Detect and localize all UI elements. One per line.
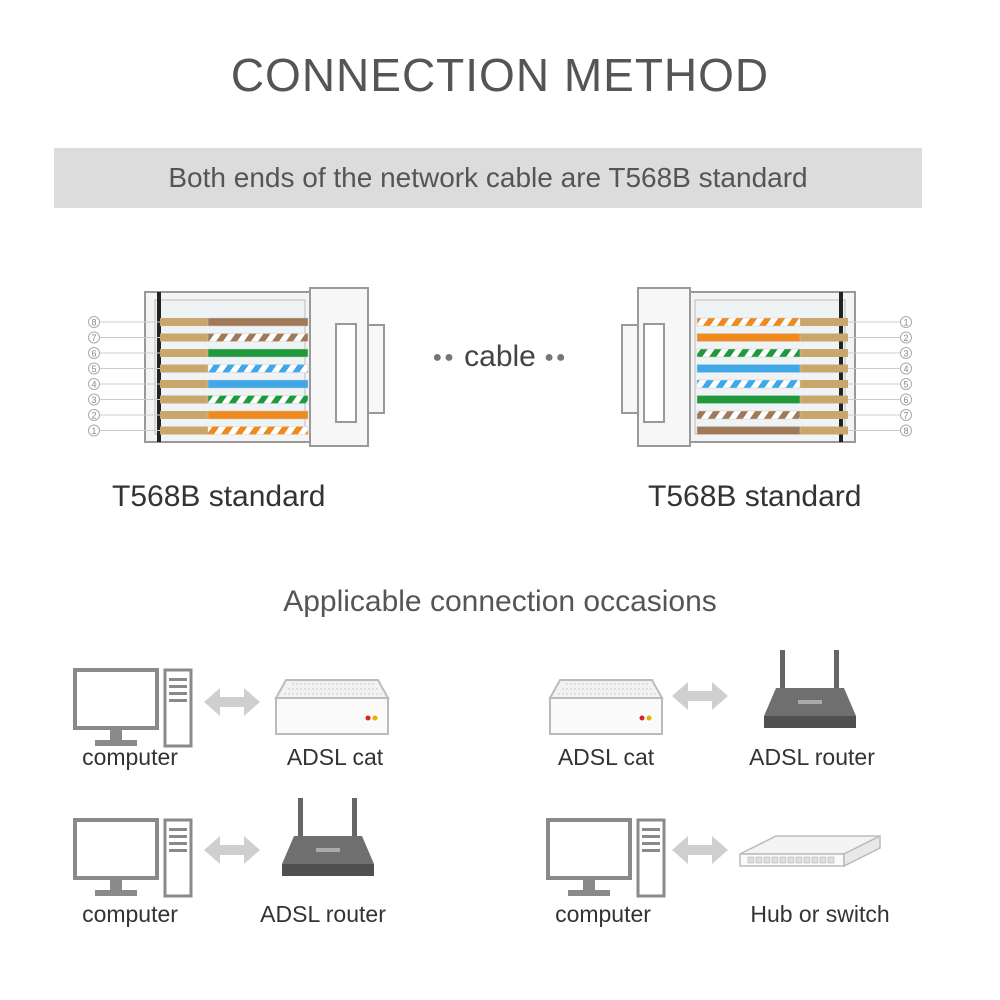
pin-number-circle [900, 378, 912, 390]
pin-contact [160, 411, 208, 419]
occasion-3-right-label: ADSL router [260, 901, 386, 927]
wire-O [696, 333, 801, 342]
pin-contact [160, 380, 208, 388]
pin-number: 1 [903, 318, 908, 328]
wire-wG [207, 395, 309, 404]
pin-number-circle [88, 393, 100, 406]
pin-number: 4 [91, 380, 96, 390]
pin-number-circle [88, 424, 100, 437]
pin-number: 6 [91, 349, 96, 359]
bidirectional-arrow-icon [672, 682, 728, 710]
pin-number: 2 [903, 333, 908, 343]
pin-number: 8 [903, 426, 908, 436]
adsl-modem-icon [549, 679, 663, 735]
pin-contact [800, 380, 848, 388]
pin-contact [160, 364, 208, 373]
pin-contact [160, 333, 208, 342]
pin-number-circle [88, 316, 100, 328]
occasion-4-right-label: Hub or switch [750, 901, 890, 927]
pin-number: 3 [91, 395, 96, 405]
cable-label: ●● cable ●● [410, 340, 590, 374]
pin-number-circle [900, 393, 912, 406]
pin-number-circle [88, 409, 100, 421]
occasions-title: Applicable connection occasions [283, 585, 717, 618]
wire-wG [696, 348, 801, 358]
computer-icon [73, 668, 193, 748]
standard-banner: Both ends of the network cable are T568B… [54, 148, 922, 208]
pin-contact [800, 426, 848, 435]
pin-number-circle [88, 362, 100, 375]
wire-G [207, 348, 309, 358]
pin-number-circle [900, 347, 912, 359]
pin-number-circle [88, 378, 100, 390]
wire-Br [696, 426, 801, 435]
bidirectional-arrow-icon [204, 836, 260, 864]
occasion-2-left-label: ADSL cat [557, 744, 655, 770]
pin-contact [800, 411, 848, 419]
pin-number: 3 [903, 349, 908, 359]
router-icon [764, 650, 856, 728]
computer-icon [73, 818, 193, 898]
page-title: CONNECTION METHOD [230, 49, 770, 101]
adsl-modem-icon [275, 679, 389, 735]
pin-number-circle [900, 362, 912, 375]
left-rj45-plug: 8 7 6 5 4 3 2 1 [88, 287, 385, 447]
occasion-1-left-label: computer [82, 744, 178, 770]
pin-number: 2 [91, 411, 96, 421]
pin-number: 7 [903, 411, 908, 421]
pin-number-circle [900, 424, 912, 437]
pin-number-circle [88, 331, 100, 344]
wire-G [696, 395, 801, 404]
dots-right-icon: ●● [544, 349, 568, 367]
router-icon [282, 798, 374, 876]
pin-number: 5 [91, 364, 96, 374]
pin-number-circle [900, 331, 912, 344]
pin-number: 5 [903, 380, 908, 390]
bidirectional-arrow-icon [672, 836, 728, 864]
wire-wO [207, 426, 309, 435]
bidirectional-arrow-icon [204, 688, 260, 716]
occasion-3-left-label: computer [82, 901, 178, 927]
pin-contact [800, 318, 848, 326]
pin-number: 4 [903, 364, 908, 374]
pin-contact [160, 349, 208, 357]
wire-wBr [207, 333, 309, 342]
pin-number-circle [900, 316, 912, 328]
occasion-2-right-label: ADSL router [749, 744, 875, 770]
wire-Br [207, 317, 309, 327]
wire-B [207, 379, 309, 389]
dots-left-icon: ●● [432, 349, 456, 367]
pin-number-circle [88, 347, 100, 359]
computer-icon [546, 818, 666, 898]
pin-contact [800, 349, 848, 357]
pin-contact [800, 333, 848, 342]
pin-contact [160, 318, 208, 326]
wire-B [696, 364, 801, 373]
pin-number: 6 [903, 395, 908, 405]
occasion-4-left-label: computer [555, 901, 651, 927]
pin-contact [160, 395, 208, 404]
pin-contact [800, 364, 848, 373]
wire-wBr [696, 410, 801, 420]
left-standard-label: T568B standard [112, 480, 326, 513]
right-standard-label: T568B standard [648, 480, 862, 513]
wire-wB [207, 364, 309, 373]
occasion-1-right-label: ADSL cat [286, 744, 384, 770]
wire-O [207, 410, 309, 420]
pin-number: 8 [91, 318, 96, 328]
cable-text: cable [464, 340, 536, 373]
right-rj45-plug: 1 2 3 4 5 6 7 8 [621, 287, 912, 447]
pin-number: 7 [91, 333, 96, 343]
wire-wO [696, 317, 801, 327]
pin-contact [160, 426, 208, 435]
pin-number-circle [900, 409, 912, 421]
wire-wB [696, 379, 801, 389]
pin-number: 1 [91, 426, 96, 436]
rj45-diagram: 8 7 6 5 4 3 2 1 1 2 3 4 5 6 7 8 [88, 287, 912, 447]
hub-switch-icon [739, 835, 881, 867]
pin-contact [800, 395, 848, 404]
